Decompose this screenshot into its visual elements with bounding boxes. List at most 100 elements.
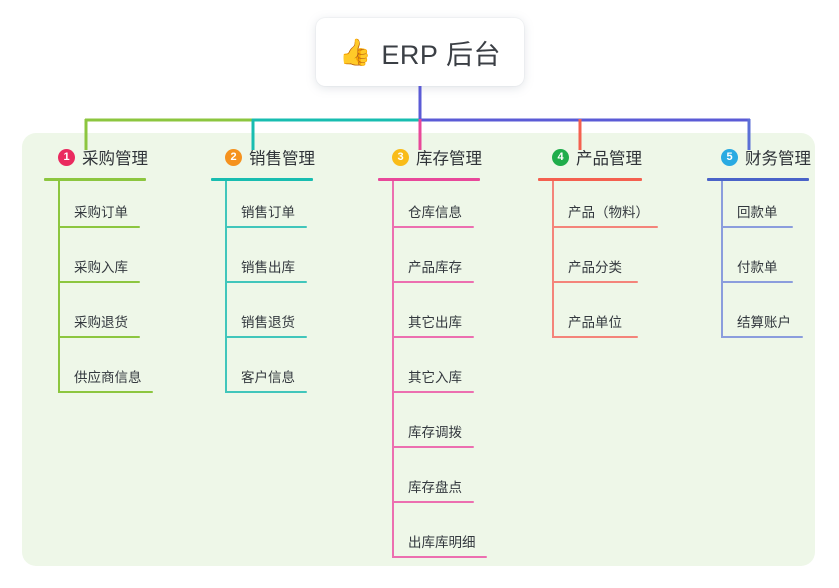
leaf-label: 其它出库 (408, 315, 462, 330)
branch-items-2: 销售订单 销售出库 销售退货 客户信息 (211, 181, 351, 401)
leaf-label: 产品分类 (568, 260, 622, 275)
leaf-label: 客户信息 (241, 370, 295, 385)
branch-title-2: 销售管理 (249, 150, 315, 168)
leaf-label: 产品库存 (408, 260, 462, 275)
branches-panel (22, 133, 815, 566)
branch-title-1: 采购管理 (82, 150, 148, 168)
branch-rail-1 (58, 181, 60, 393)
branch-column-2: 2 销售管理 销售订单 销售出库 销售退货 客户信息 (211, 143, 351, 401)
branch-rail-5 (721, 181, 723, 338)
leaf-item[interactable]: 产品分类 (538, 236, 698, 291)
leaf-rule (392, 281, 474, 283)
leaf-item[interactable]: 结算账户 (707, 291, 839, 346)
leaf-item[interactable]: 产品（物料） (538, 181, 698, 236)
leaf-rule (721, 281, 793, 283)
leaf-item[interactable]: 供应商信息 (44, 346, 184, 401)
thumbs-up-icon: 👍 (339, 37, 372, 67)
leaf-item[interactable]: 产品库存 (378, 236, 528, 291)
branch-column-4: 4 产品管理 产品（物料） 产品分类 产品单位 (538, 143, 698, 346)
root-node-label: ERP 后台 (381, 39, 501, 70)
leaf-rule (58, 281, 140, 283)
leaf-label: 销售退货 (241, 315, 295, 330)
leaf-label: 销售订单 (241, 205, 295, 220)
branch-index-badge-5: 5 (721, 148, 738, 166)
leaf-label: 供应商信息 (74, 370, 142, 385)
leaf-item[interactable]: 其它出库 (378, 291, 528, 346)
leaf-item[interactable]: 采购入库 (44, 236, 184, 291)
branch-rail-2 (225, 181, 227, 393)
leaf-item[interactable]: 产品单位 (538, 291, 698, 346)
leaf-item[interactable]: 付款单 (707, 236, 839, 291)
leaf-item[interactable]: 采购退货 (44, 291, 184, 346)
leaf-rule (58, 336, 140, 338)
leaf-rule (552, 336, 638, 338)
branch-index-badge-1: 1 (58, 148, 75, 166)
leaf-item[interactable]: 客户信息 (211, 346, 351, 401)
branch-title-5: 财务管理 (745, 150, 811, 168)
branch-header-rule-2 (211, 178, 313, 181)
leaf-rule (392, 446, 474, 448)
branch-title-4: 产品管理 (576, 150, 642, 168)
leaf-rule (225, 226, 307, 228)
leaf-rule (552, 226, 658, 228)
leaf-label: 库存调拨 (408, 425, 462, 440)
leaf-item[interactable]: 仓库信息 (378, 181, 528, 236)
branch-rail-3 (392, 181, 394, 558)
leaf-label: 采购订单 (74, 205, 128, 220)
leaf-rule (552, 281, 638, 283)
leaf-item[interactable]: 出库库明细 (378, 511, 528, 566)
leaf-rule (721, 336, 803, 338)
branch-items-4: 产品（物料） 产品分类 产品单位 (538, 181, 698, 346)
branch-title-3: 库存管理 (416, 150, 482, 168)
leaf-label: 销售出库 (241, 260, 295, 275)
leaf-rule (225, 391, 307, 393)
leaf-item[interactable]: 销售出库 (211, 236, 351, 291)
branch-header-rule-3 (378, 178, 480, 181)
leaf-rule (392, 391, 474, 393)
leaf-label: 付款单 (737, 260, 778, 275)
branch-column-5: 5 财务管理 回款单 付款单 结算账户 (707, 143, 839, 346)
leaf-label: 回款单 (737, 205, 778, 220)
leaf-rule (58, 226, 140, 228)
leaf-item[interactable]: 销售订单 (211, 181, 351, 236)
leaf-rule (225, 281, 307, 283)
leaf-label: 采购退货 (74, 315, 128, 330)
branch-index-badge-2: 2 (225, 148, 242, 166)
branch-items-5: 回款单 付款单 结算账户 (707, 181, 839, 346)
branch-index-badge-4: 4 (552, 148, 569, 166)
leaf-item[interactable]: 销售退货 (211, 291, 351, 346)
leaf-rule (392, 556, 487, 558)
leaf-rule (392, 336, 474, 338)
leaf-label: 仓库信息 (408, 205, 462, 220)
leaf-rule (225, 336, 307, 338)
leaf-item[interactable]: 其它入库 (378, 346, 528, 401)
leaf-label: 产品（物料） (568, 205, 649, 220)
leaf-item[interactable]: 库存调拨 (378, 401, 528, 456)
branch-header-5[interactable]: 5 财务管理 (707, 143, 839, 171)
leaf-label: 库存盘点 (408, 480, 462, 495)
leaf-item[interactable]: 回款单 (707, 181, 839, 236)
leaf-item[interactable]: 库存盘点 (378, 456, 528, 511)
branch-header-rule-1 (44, 178, 146, 181)
leaf-rule (392, 226, 474, 228)
leaf-label: 出库库明细 (408, 535, 476, 550)
branch-column-3: 3 库存管理 仓库信息 产品库存 其它出库 其它入库 库存调拨 (378, 143, 528, 566)
branch-rail-4 (552, 181, 554, 338)
leaf-rule (721, 226, 793, 228)
branch-header-2[interactable]: 2 销售管理 (211, 143, 351, 171)
leaf-rule (392, 501, 474, 503)
branch-header-1[interactable]: 1 采购管理 (44, 143, 184, 171)
root-node-card[interactable]: 👍 ERP 后台 (316, 18, 524, 86)
branch-header-rule-5 (707, 178, 809, 181)
leaf-rule (58, 391, 153, 393)
leaf-label: 采购入库 (74, 260, 128, 275)
leaf-item[interactable]: 采购订单 (44, 181, 184, 236)
branch-header-4[interactable]: 4 产品管理 (538, 143, 698, 171)
branch-header-3[interactable]: 3 库存管理 (378, 143, 528, 171)
branch-items-3: 仓库信息 产品库存 其它出库 其它入库 库存调拨 库存盘点 (378, 181, 528, 566)
leaf-label: 产品单位 (568, 315, 622, 330)
branch-column-1: 1 采购管理 采购订单 采购入库 采购退货 供应商信息 (44, 143, 184, 401)
branch-items-1: 采购订单 采购入库 采购退货 供应商信息 (44, 181, 184, 401)
leaf-label: 其它入库 (408, 370, 462, 385)
